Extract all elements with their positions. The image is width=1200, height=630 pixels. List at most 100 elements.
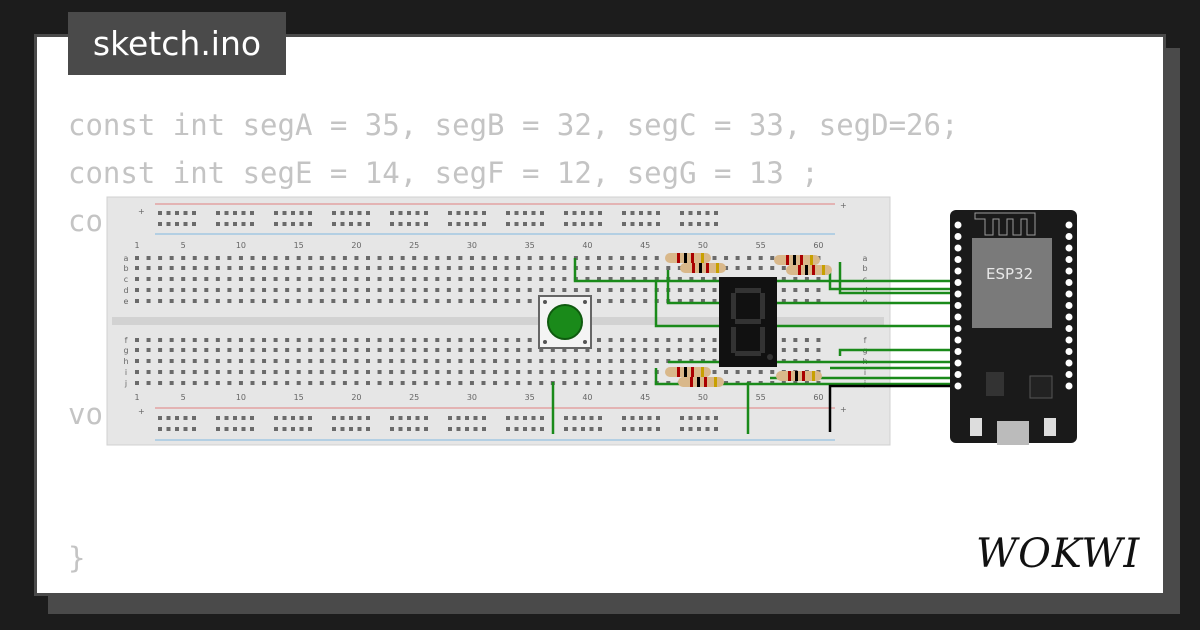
breadboard-hole: [424, 427, 428, 431]
breadboard-hole: [597, 370, 601, 374]
breadboard-hole: [643, 381, 648, 385]
breadboard-hole: [224, 211, 229, 215]
breadboard-hole: [354, 277, 359, 281]
breadboard-hole: [458, 359, 463, 363]
breadboard-hole: [181, 299, 186, 303]
code-line-4: vo: [68, 397, 103, 431]
breadboard-hole: [400, 277, 405, 281]
breadboard-hole: [342, 277, 347, 281]
breadboard-hole: [608, 338, 613, 342]
breadboard-hole: [274, 222, 278, 226]
breadboard-hole: [562, 288, 567, 292]
esp32-pin: [1065, 267, 1073, 275]
row-label: b: [123, 264, 128, 273]
breadboard-hole: [697, 416, 701, 420]
breadboard-hole: [238, 277, 243, 281]
breadboard-hole: [456, 427, 461, 431]
breadboard-hole: [705, 416, 710, 420]
breadboard-hole: [504, 299, 509, 303]
breadboard-hole: [435, 338, 440, 342]
breadboard-hole: [481, 348, 486, 352]
breadboard-hole: [331, 256, 336, 260]
breadboard-hole: [516, 381, 521, 385]
row-label: a: [863, 254, 868, 263]
breadboard-hole: [572, 416, 577, 420]
breadboard-hole: [400, 288, 405, 292]
breadboard-hole: [181, 338, 186, 342]
breadboard-hole: [412, 348, 417, 352]
rail-plus-top-right: +: [840, 201, 847, 210]
breadboard-hole: [527, 359, 532, 363]
breadboard-hole: [135, 277, 139, 281]
breadboard-hole: [319, 348, 324, 352]
code-line-5: }: [68, 541, 86, 575]
breadboard-hole: [319, 299, 324, 303]
breadboard-hole: [250, 222, 254, 226]
breadboard-hole: [181, 348, 186, 352]
breadboard-hole: [215, 348, 220, 352]
breadboard-hole: [331, 338, 336, 342]
breadboard-hole: [415, 427, 420, 431]
breadboard-hole: [340, 222, 345, 226]
breadboard-hole: [166, 427, 171, 431]
breadboard-hole: [608, 277, 613, 281]
breadboard-hole: [620, 348, 625, 352]
breadboard-hole: [585, 288, 590, 292]
breadboard-hole: [349, 416, 353, 420]
breadboard-hole: [469, 370, 474, 374]
breadboard-hole: [282, 427, 287, 431]
breadboard-hole: [643, 277, 648, 281]
breadboard-hole: [469, 348, 474, 352]
breadboard-hole: [354, 359, 359, 363]
column-label-bottom: 55: [756, 393, 766, 402]
breadboard-hole: [597, 256, 601, 260]
breadboard-hole: [677, 338, 682, 342]
breadboard-hole: [705, 427, 710, 431]
breadboard-hole: [331, 359, 336, 363]
breadboard-hole: [332, 427, 336, 431]
breadboard-hole: [631, 370, 636, 374]
breadboard-hole: [643, 338, 648, 342]
breadboard-hole: [400, 381, 405, 385]
breadboard-hole: [354, 288, 359, 292]
breadboard-hole: [573, 370, 578, 374]
breadboard-hole: [697, 222, 701, 226]
breadboard-hole: [366, 359, 370, 363]
breadboard-hole: [407, 427, 411, 431]
row-label: d: [862, 286, 867, 295]
file-tab[interactable]: sketch.ino: [68, 12, 286, 75]
breadboard-hole: [166, 416, 171, 420]
breadboard-hole: [689, 299, 694, 303]
breadboard-hole: [493, 370, 498, 374]
breadboard-hole: [456, 222, 461, 226]
breadboard-hole: [562, 256, 567, 260]
breadboard-hole: [366, 348, 370, 352]
column-label-bottom: 35: [525, 393, 535, 402]
breadboard-hole: [622, 211, 626, 215]
breadboard-hole: [412, 288, 417, 292]
breadboard-hole: [319, 266, 324, 270]
breadboard-hole: [469, 299, 474, 303]
breadboard-hole: [473, 427, 478, 431]
breadboard-hole: [677, 348, 682, 352]
breadboard-hole: [262, 299, 267, 303]
breadboard-hole: [146, 299, 151, 303]
esp32-pin: [954, 313, 962, 321]
breadboard-hole: [169, 266, 174, 270]
breadboard-hole: [158, 359, 163, 363]
column-label-bottom: 5: [181, 393, 186, 402]
breadboard-hole: [238, 266, 243, 270]
esp32-pin: [954, 371, 962, 378]
breadboard-hole: [550, 277, 555, 281]
breadboard-hole: [482, 427, 486, 431]
breadboard-hole: [539, 266, 544, 270]
breadboard-hole: [192, 338, 197, 342]
breadboard-hole: [747, 256, 752, 260]
breadboard-hole: [516, 277, 521, 281]
breadboard-hole: [183, 222, 188, 226]
breadboard-hole: [274, 427, 278, 431]
breadboard-hole: [656, 211, 660, 215]
breadboard-hole: [377, 338, 382, 342]
breadboard-hole: [215, 338, 220, 342]
breadboard-hole: [540, 416, 544, 420]
